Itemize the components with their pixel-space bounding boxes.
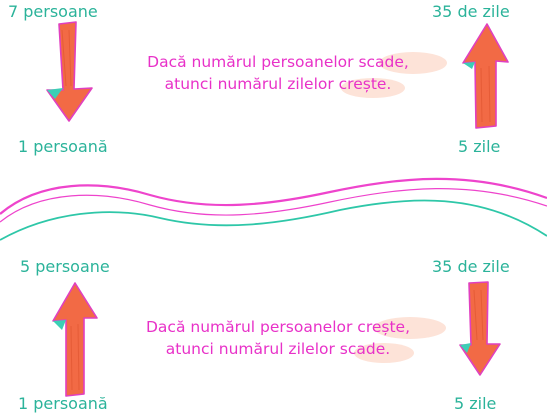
bottom-statement: Dacă numărul persoanelor crește, atunci … (106, 316, 450, 360)
top-left-bottom-label: 1 persoană (18, 137, 108, 156)
bottom-statement-line-2: atunci numărul zilelor scade. (165, 340, 391, 358)
top-statement-line-1: Dacă numărul persoanelor scade, (147, 53, 409, 71)
top-statement: Dacă numărul persoanelor scade, atunci n… (110, 51, 446, 95)
highlight-scade-bottom (354, 343, 414, 363)
up-arrow-icon (52, 282, 98, 397)
highlight-scade-top (379, 52, 447, 74)
bottom-statement-line-1: Dacă numărul persoanelor crește, (145, 318, 410, 336)
wavy-separator (0, 177, 547, 241)
top-statement-line-2: atunci numărul zilelor crește. (164, 75, 392, 93)
bottom-right-top-label: 35 de zile (432, 257, 510, 276)
bottom-left-bottom-label: 1 persoană (18, 394, 108, 413)
bottom-left-top-label: 5 persoane (20, 257, 110, 276)
highlight-creste-top (341, 78, 405, 98)
down-arrow-icon (459, 281, 501, 376)
up-arrow-icon (462, 23, 509, 129)
highlight-creste-bottom (374, 317, 446, 339)
bottom-right-bottom-label: 5 zile (454, 394, 497, 413)
top-right-top-label: 35 de zile (432, 2, 510, 21)
down-arrow-icon (46, 21, 93, 122)
top-left-top-label: 7 persoane (8, 2, 98, 21)
top-right-bottom-label: 5 zile (458, 137, 501, 156)
